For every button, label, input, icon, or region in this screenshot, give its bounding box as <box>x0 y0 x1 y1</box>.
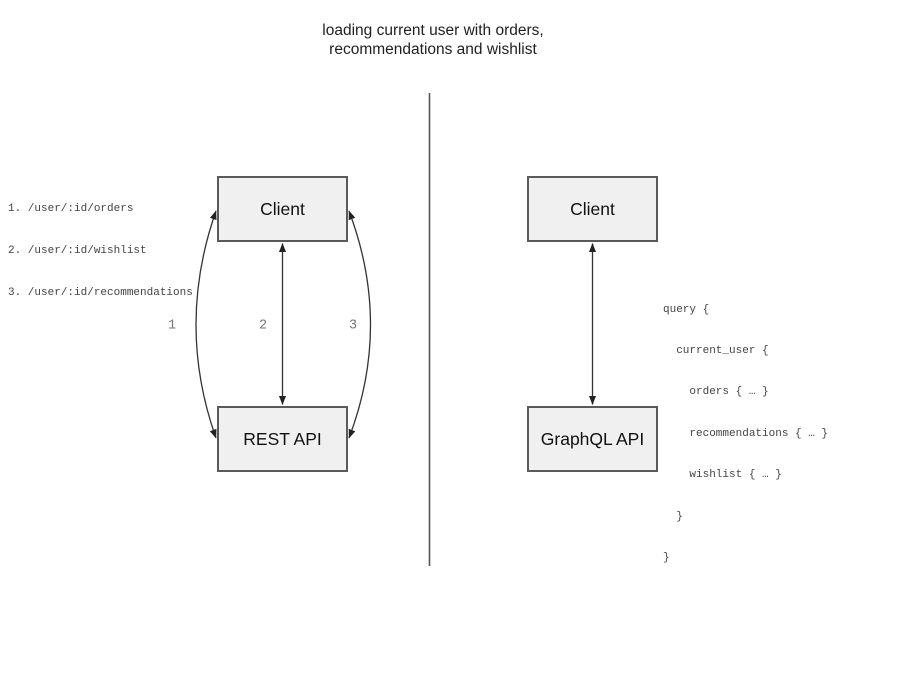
rest-arrow-1-label: 1 <box>167 318 177 334</box>
rest-api-box: REST API <box>217 406 348 472</box>
diagram-title: loading current user with orders, recomm… <box>322 21 543 59</box>
rest-client-box-label: Client <box>260 198 305 219</box>
rest-arrow-3-label: 3 <box>348 318 358 334</box>
rest-endpoint-wishlist: 2. /user/:id/wishlist <box>8 245 147 257</box>
graphql-query-line: query { <box>663 303 710 316</box>
graphql-query-line: current_user { <box>663 344 769 357</box>
graphql-client-box: Client <box>527 176 658 242</box>
rest-arrow-2-label: 2 <box>258 318 268 334</box>
graphql-client-box-label: Client <box>570 198 615 219</box>
rest-api-box-label: REST API <box>243 428 322 449</box>
graphql-api-box-label: GraphQL API <box>540 428 645 449</box>
graphql-query-line: orders { … } <box>663 386 769 399</box>
rest-endpoint-orders: 1. /user/:id/orders <box>8 203 134 215</box>
graphql-query-line: } <box>663 510 683 523</box>
rest-arrow-1-curve <box>195 210 217 439</box>
rest-endpoint-list: 1. /user/:id/orders 2. /user/:id/wishlis… <box>8 174 193 328</box>
rest-endpoint-recommendations: 3. /user/:id/recommendations <box>8 287 193 299</box>
rest-client-box: Client <box>217 176 348 242</box>
graphql-query-line: wishlist { … } <box>663 469 782 482</box>
graphql-query-line: } <box>663 551 670 564</box>
diagram-title-line2: recommendations and wishlist <box>329 41 537 58</box>
diagram-title-line1: loading current user with orders, <box>322 22 544 39</box>
graphql-query-line: recommendations { … } <box>663 427 829 440</box>
graphql-query-block: query { current_user { orders { … } reco… <box>663 276 828 593</box>
graphql-api-box: GraphQL API <box>527 406 658 472</box>
